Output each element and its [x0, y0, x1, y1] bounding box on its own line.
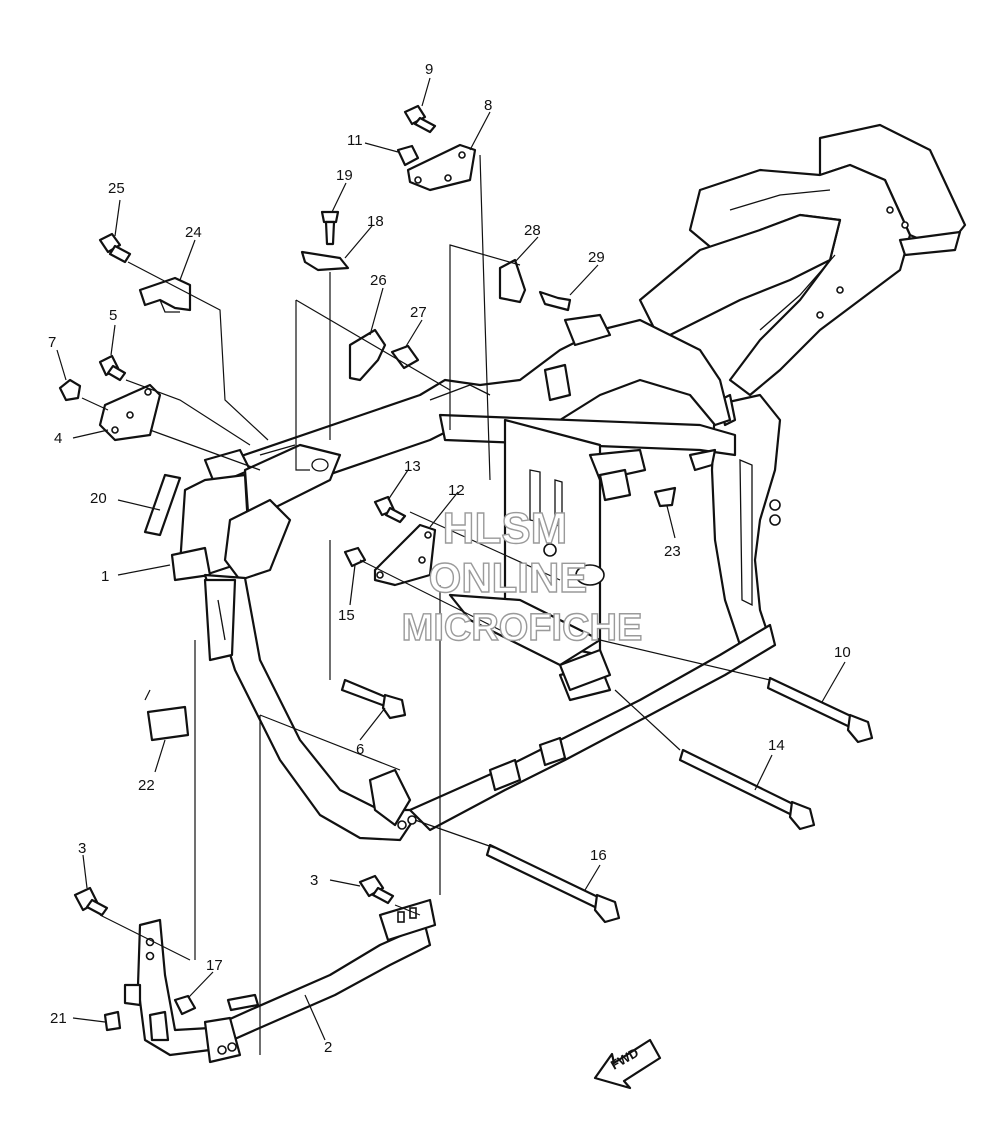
part-25-bolt	[98, 232, 132, 264]
part-3-bolt-left	[73, 886, 109, 917]
callout-15: 15	[338, 607, 355, 624]
callout-22: 22	[138, 777, 155, 794]
part-7-nut	[58, 378, 82, 402]
part-5-bolt	[98, 354, 127, 382]
callout-18: 18	[367, 213, 384, 230]
callout-27: 27	[410, 304, 427, 321]
part-10-long-bolt	[766, 676, 874, 744]
callout-23: 23	[664, 543, 681, 560]
callout-12: 12	[448, 482, 465, 499]
head-tube	[170, 443, 342, 582]
callout-20: 20	[90, 490, 107, 507]
callout-19: 19	[336, 167, 353, 184]
part-14-long-bolt	[678, 748, 816, 831]
callout-labels: 1 2 3 3 4 5 6 7 8 9 10 11 12 13 14 15 16…	[48, 61, 851, 1056]
callout-24: 24	[185, 224, 202, 241]
rear-bracket-assembly	[588, 448, 717, 502]
part-21-clip	[103, 1010, 122, 1032]
part-16-long-bolt	[485, 843, 621, 924]
part-24-bracket	[138, 276, 192, 313]
callout-9: 9	[425, 61, 433, 78]
rear-subframe	[638, 123, 967, 397]
watermark: HLSM ONLINE MICROFICHE	[401, 503, 643, 649]
callout-29: 29	[588, 249, 605, 266]
part-8-plate	[406, 143, 477, 192]
callout-10: 10	[834, 644, 851, 661]
callout-25: 25	[108, 180, 125, 197]
callout-1: 1	[101, 568, 109, 585]
fwd-arrow-icon: FWD	[593, 1038, 662, 1090]
part-17-nut	[173, 994, 197, 1016]
watermark-line-2: ONLINE	[429, 554, 588, 601]
part-20-sticker	[143, 473, 182, 537]
callout-5: 5	[109, 307, 117, 324]
part-4-plate	[98, 383, 162, 442]
callout-21: 21	[50, 1010, 67, 1027]
part-19-bolt	[320, 210, 340, 246]
callout-leaders	[56, 77, 846, 1041]
part-26-bracket	[348, 328, 387, 382]
callout-28: 28	[524, 222, 541, 239]
callout-16: 16	[590, 847, 607, 864]
assembly-guide-lines	[81, 154, 771, 1055]
part-2-front-down-tube	[123, 898, 437, 1064]
callout-6: 6	[356, 741, 364, 758]
callout-2: 2	[324, 1039, 332, 1056]
part-9-bolt	[403, 104, 437, 134]
part-15-nut	[343, 546, 367, 568]
part-3-bolt-right	[358, 874, 395, 905]
watermark-line-1: HLSM	[443, 504, 568, 553]
part-22-label	[146, 705, 190, 742]
callout-26: 26	[370, 272, 387, 289]
callout-14: 14	[768, 737, 785, 754]
part-6-bolt	[340, 678, 407, 720]
watermark-line-3: MICROFICHE	[402, 607, 643, 649]
part-13-bolt	[373, 495, 407, 524]
part-12-plate	[373, 523, 437, 587]
center-mount-plate	[448, 418, 612, 692]
part-18-clip	[300, 250, 350, 272]
callout-4: 4	[54, 430, 62, 447]
part-11-nut	[396, 144, 420, 167]
callout-3-right: 3	[310, 872, 318, 889]
part-27-bolt	[390, 344, 420, 370]
callout-7: 7	[48, 334, 56, 351]
callout-13: 13	[404, 458, 421, 475]
rear-uprights	[710, 393, 782, 647]
callout-17: 17	[206, 957, 223, 974]
part-23-tag	[653, 486, 677, 508]
callout-3-left: 3	[78, 840, 86, 857]
callout-8: 8	[484, 97, 492, 114]
part-28-bracket	[498, 258, 527, 304]
part-29-bolt	[538, 290, 572, 312]
callout-11: 11	[347, 132, 363, 149]
